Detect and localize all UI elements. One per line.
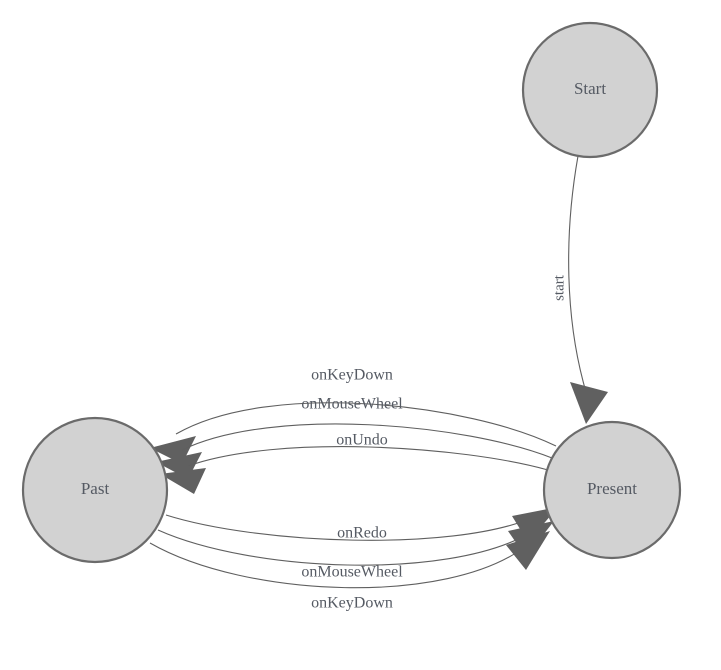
edge-past-to-present-onkeydown-label: onKeyDown [311, 595, 393, 612]
edge-past-to-present-onmousewheel-label: onMouseWheel [301, 564, 403, 581]
edge-present-to-past-onundo-label: onUndo [336, 432, 388, 449]
node-start[interactable]: Start [521, 21, 659, 159]
edge-past-to-present-onmousewheel-path [157, 529, 529, 566]
edge-past-to-present-onredo-label: onRedo [337, 525, 387, 542]
node-past-circle [21, 416, 169, 564]
edge-past-to-present-onredo[interactable]: onRedo [165, 507, 558, 542]
node-present-circle [542, 420, 682, 560]
edge-present-to-past-onundo[interactable]: onUndo [160, 432, 549, 494]
edge-past-to-present-onredo-path [165, 514, 533, 541]
edge-present-to-past-onundo-arrowhead [160, 468, 206, 494]
edge-present-to-past-onmousewheel-label: onMouseWheel [301, 396, 403, 413]
edge-start-to-present-label: start [551, 274, 567, 301]
edge-past-to-present-onkeydown-arrowhead [506, 531, 550, 570]
edge-present-to-past-onkeydown[interactable]: onKeyDown [150, 367, 557, 464]
edge-present-to-past-onmousewheel-path [181, 423, 553, 459]
edge-past-to-present-onmousewheel[interactable]: onMouseWheel [157, 521, 554, 581]
node-past-label: Past [81, 479, 110, 498]
edge-start-to-present[interactable]: start [551, 155, 608, 424]
node-start-label: Start [574, 79, 606, 98]
node-past[interactable]: Past [21, 416, 169, 564]
edge-start-to-present-path [568, 155, 587, 393]
edge-start-to-present-arrowhead [570, 382, 608, 424]
edge-past-to-present-onkeydown-path [149, 542, 527, 589]
edge-present-to-past-onkeydown-path [175, 402, 557, 447]
node-start-circle [521, 21, 659, 159]
node-present-label: Present [587, 479, 637, 498]
edge-present-to-past-onundo-path [187, 446, 549, 471]
node-present[interactable]: Present [542, 420, 682, 560]
edge-past-to-present-onkeydown[interactable]: onKeyDown [149, 531, 550, 612]
edge-present-to-past-onkeydown-label: onKeyDown [311, 367, 393, 384]
